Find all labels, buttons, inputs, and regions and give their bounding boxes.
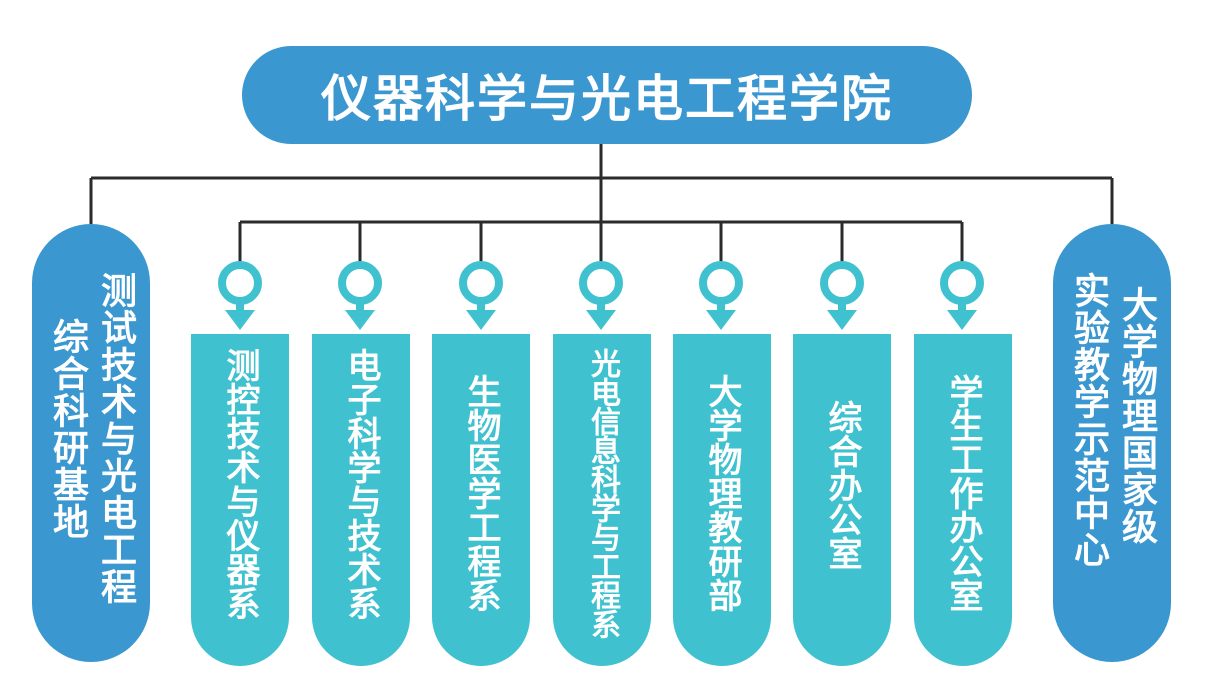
right-node-line-2: 实验教学示范中心: [1068, 272, 1109, 568]
down-arrow-icon: [466, 310, 496, 330]
department-node: 综合办公室: [793, 334, 891, 666]
college-title-node: 仪器科学与光电工程学院: [242, 46, 972, 144]
down-arrow-icon: [225, 310, 255, 330]
connector-stem: [597, 300, 605, 312]
connector-ring: [338, 261, 382, 305]
right-node-line-1: 大学物理国家级: [1116, 286, 1157, 545]
down-arrow-icon: [827, 310, 857, 330]
left-node-line-2: 综合科研基地: [47, 318, 88, 540]
connector-stem: [717, 300, 725, 312]
department-label: 学生工作办公室: [943, 374, 983, 612]
connector-ring: [218, 261, 262, 305]
connector-stem: [236, 300, 244, 312]
connector-ring: [579, 261, 623, 305]
department-node: 大学物理教研部: [673, 334, 771, 666]
down-arrow-icon: [586, 310, 616, 330]
connector-ring: [820, 261, 864, 305]
down-arrow-icon: [706, 310, 736, 330]
department-label: 综合办公室: [822, 400, 862, 570]
left-research-base-node: 测试技术与光电工程 综合科研基地: [32, 224, 150, 662]
college-title: 仪器科学与光电工程学院: [321, 70, 893, 128]
connector-stem: [477, 300, 485, 312]
down-arrow-icon: [947, 310, 977, 330]
department-node: 测控技术与仪器系: [191, 334, 289, 666]
department-label: 测控技术与仪器系: [220, 348, 260, 620]
left-node-line-1: 测试技术与光电工程: [95, 272, 136, 605]
department-node: 光电信息科学与工程系: [553, 334, 651, 666]
department-label: 大学物理教研部: [702, 374, 742, 612]
department-node: 电子科学与技术系: [312, 334, 410, 666]
department-label: 生物医学工程系: [461, 374, 501, 612]
right-teaching-center-node: 大学物理国家级 实验教学示范中心: [1053, 224, 1171, 662]
connector-stem: [838, 300, 846, 312]
connector-stem: [958, 300, 966, 312]
connector-ring: [699, 261, 743, 305]
department-label: 电子科学与技术系: [341, 348, 381, 620]
down-arrow-icon: [345, 310, 375, 330]
department-node: 生物医学工程系: [432, 334, 530, 666]
department-label: 光电信息科学与工程系: [585, 348, 620, 638]
department-node: 学生工作办公室: [914, 334, 1012, 666]
connector-stem: [356, 300, 364, 312]
connector-ring: [940, 261, 984, 305]
connector-ring: [459, 261, 503, 305]
